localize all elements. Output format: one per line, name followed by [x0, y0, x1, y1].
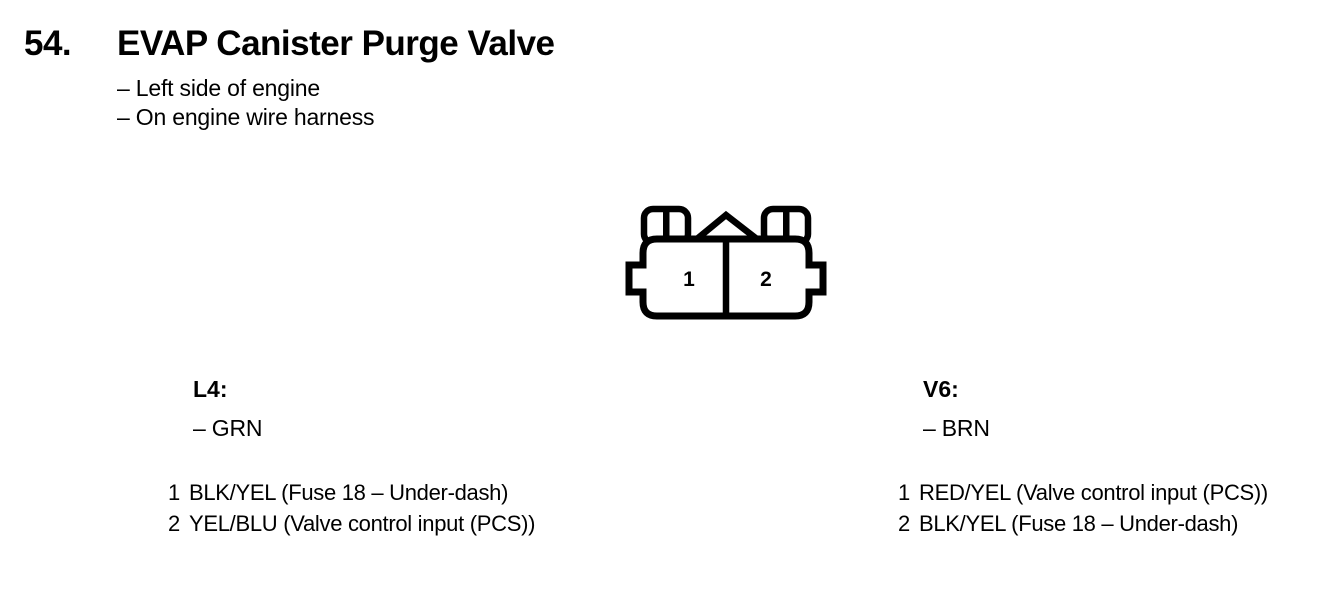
left-latch-slot-divider [663, 207, 670, 241]
location-note-2: – On engine wire harness [117, 104, 375, 130]
pin-number: 1 [168, 480, 180, 505]
page-title: EVAP Canister Purge Valve [117, 24, 555, 63]
engine-label-l4: L4: [193, 376, 228, 402]
connector-color-l4: – GRN [193, 415, 263, 441]
pin-list-l4: 1 BLK/YEL (Fuse 18 – Under-dash) 2 YEL/B… [168, 477, 535, 539]
pin-2-number: 2 [760, 268, 772, 291]
pin-list-v6: 1 RED/YEL (Valve control input (PCS)) 2 … [898, 477, 1268, 539]
pin-row: 1 RED/YEL (Valve control input (PCS)) [898, 477, 1268, 508]
pin-wire-description: BLK/YEL (Fuse 18 – Under-dash) [189, 480, 509, 505]
connector-color-v6: – BRN [923, 415, 990, 441]
pin-wire-description: BLK/YEL (Fuse 18 – Under-dash) [919, 511, 1239, 536]
pin-row: 2 BLK/YEL (Fuse 18 – Under-dash) [898, 508, 1268, 539]
right-latch-slot-divider [783, 207, 790, 241]
pin-wire-description: RED/YEL (Valve control input (PCS)) [919, 480, 1268, 505]
pin-number: 2 [168, 511, 180, 536]
pin-number: 2 [898, 511, 910, 536]
location-note-1: – Left side of engine [117, 75, 320, 101]
pin-wire-description: YEL/BLU (Valve control input (PCS)) [189, 511, 536, 536]
location-notes: – Left side of engine – On engine wire h… [117, 74, 374, 132]
engine-label-v6: V6: [923, 376, 959, 402]
pin-1-number: 1 [683, 268, 695, 291]
pin-number: 1 [898, 480, 910, 505]
pin-row: 1 BLK/YEL (Fuse 18 – Under-dash) [168, 477, 535, 508]
section-number: 54. [24, 24, 72, 63]
connector-diagram: 1 2 [625, 205, 827, 320]
pin-row: 2 YEL/BLU (Valve control input (PCS)) [168, 508, 535, 539]
